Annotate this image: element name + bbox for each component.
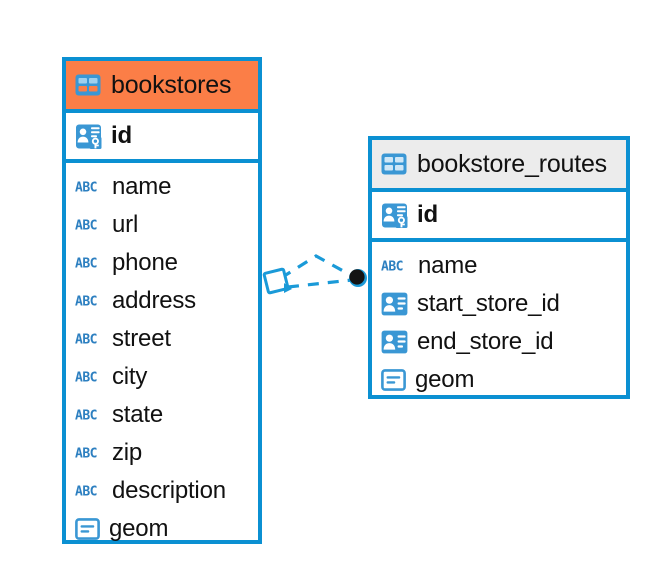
relationship-line-lower [287, 278, 353, 289]
svg-text:ABC: ABC [75, 181, 97, 195]
attribute-row-start-store-id[interactable]: start_store_id [372, 285, 626, 323]
text-abc-icon: ABC [75, 294, 103, 309]
entity-bookstores-title: bookstores [111, 70, 232, 99]
attribute-row-id[interactable]: id [66, 113, 258, 159]
svg-text:ABC: ABC [381, 260, 403, 274]
entity-bookstore-routes-title: bookstore_routes [417, 149, 607, 178]
svg-text:ABC: ABC [75, 295, 97, 309]
attribute-row-id[interactable]: id [372, 192, 626, 238]
entity-bookstore-routes-header[interactable]: bookstore_routes [372, 140, 626, 188]
foreign-key-icon [381, 292, 408, 316]
svg-text:ABC: ABC [75, 219, 97, 233]
entity-bookstores[interactable]: bookstores [62, 57, 262, 544]
svg-text:ABC: ABC [75, 333, 97, 347]
attribute-row-description[interactable]: ABC description [66, 472, 258, 510]
text-abc-icon: ABC [75, 256, 103, 271]
text-abc-icon: ABC [75, 370, 103, 385]
filled-circle-marker [349, 269, 367, 287]
attribute-label-name: name [418, 252, 478, 279]
entity-bookstores-pk-section: id [66, 109, 258, 163]
attribute-label-end-store-id: end_store_id [417, 328, 554, 355]
attribute-label-geom: geom [415, 366, 475, 393]
text-abc-icon: ABC [75, 180, 103, 195]
attribute-label-geom: geom [109, 515, 169, 542]
table-icon [75, 74, 101, 96]
foreign-key-icon [381, 330, 408, 354]
svg-text:ABC: ABC [75, 257, 97, 271]
attribute-row-state[interactable]: ABC state [66, 396, 258, 434]
table-icon [381, 153, 407, 175]
attribute-label-id: id [417, 201, 438, 228]
attribute-row-url[interactable]: ABC url [66, 206, 258, 244]
attribute-row-name[interactable]: ABC name [66, 168, 258, 206]
attribute-row-address[interactable]: ABC address [66, 282, 258, 320]
text-abc-icon: ABC [75, 218, 103, 233]
text-abc-icon: ABC [75, 446, 103, 461]
attribute-row-geom[interactable]: geom [66, 510, 258, 548]
text-abc-icon: ABC [75, 484, 103, 499]
svg-text:ABC: ABC [75, 485, 97, 499]
attribute-row-phone[interactable]: ABC phone [66, 244, 258, 282]
primary-key-icon [381, 202, 408, 229]
attribute-label-id: id [111, 122, 132, 149]
svg-text:ABC: ABC [75, 371, 97, 385]
attribute-row-geom[interactable]: geom [372, 361, 626, 399]
attribute-label-start-store-id: start_store_id [417, 290, 560, 317]
text-abc-icon: ABC [75, 332, 103, 347]
attribute-label-phone: phone [112, 249, 178, 276]
attribute-label-zip: zip [112, 439, 143, 466]
geometry-icon [381, 369, 406, 391]
svg-text:ABC: ABC [75, 447, 97, 461]
entity-bookstores-header[interactable]: bookstores [66, 61, 258, 109]
entity-bookstore-routes-pk-section: id [372, 188, 626, 242]
geometry-icon [75, 518, 100, 540]
entity-bookstore-routes-attributes: ABC name start_store_id [372, 242, 626, 405]
text-abc-icon: ABC [381, 259, 409, 274]
attribute-label-address: address [112, 287, 196, 314]
diamond-marker [262, 267, 292, 295]
relationship-line-upper [280, 254, 357, 280]
attribute-label-url: url [112, 211, 139, 238]
text-abc-icon: ABC [75, 408, 103, 423]
attribute-row-name[interactable]: ABC name [372, 247, 626, 285]
attribute-label-city: city [112, 363, 148, 390]
attribute-label-name: name [112, 173, 172, 200]
attribute-row-city[interactable]: ABC city [66, 358, 258, 396]
primary-key-icon [75, 123, 102, 150]
attribute-label-description: description [112, 477, 226, 504]
attribute-row-zip[interactable]: ABC zip [66, 434, 258, 472]
entity-bookstores-attributes: ABC name ABC url ABC p [66, 163, 258, 554]
attribute-label-street: street [112, 325, 171, 352]
svg-text:ABC: ABC [75, 409, 97, 423]
attribute-row-end-store-id[interactable]: end_store_id [372, 323, 626, 361]
entity-bookstore-routes[interactable]: bookstore_routes [368, 136, 630, 399]
attribute-row-street[interactable]: ABC street [66, 320, 258, 358]
attribute-label-state: state [112, 401, 164, 428]
